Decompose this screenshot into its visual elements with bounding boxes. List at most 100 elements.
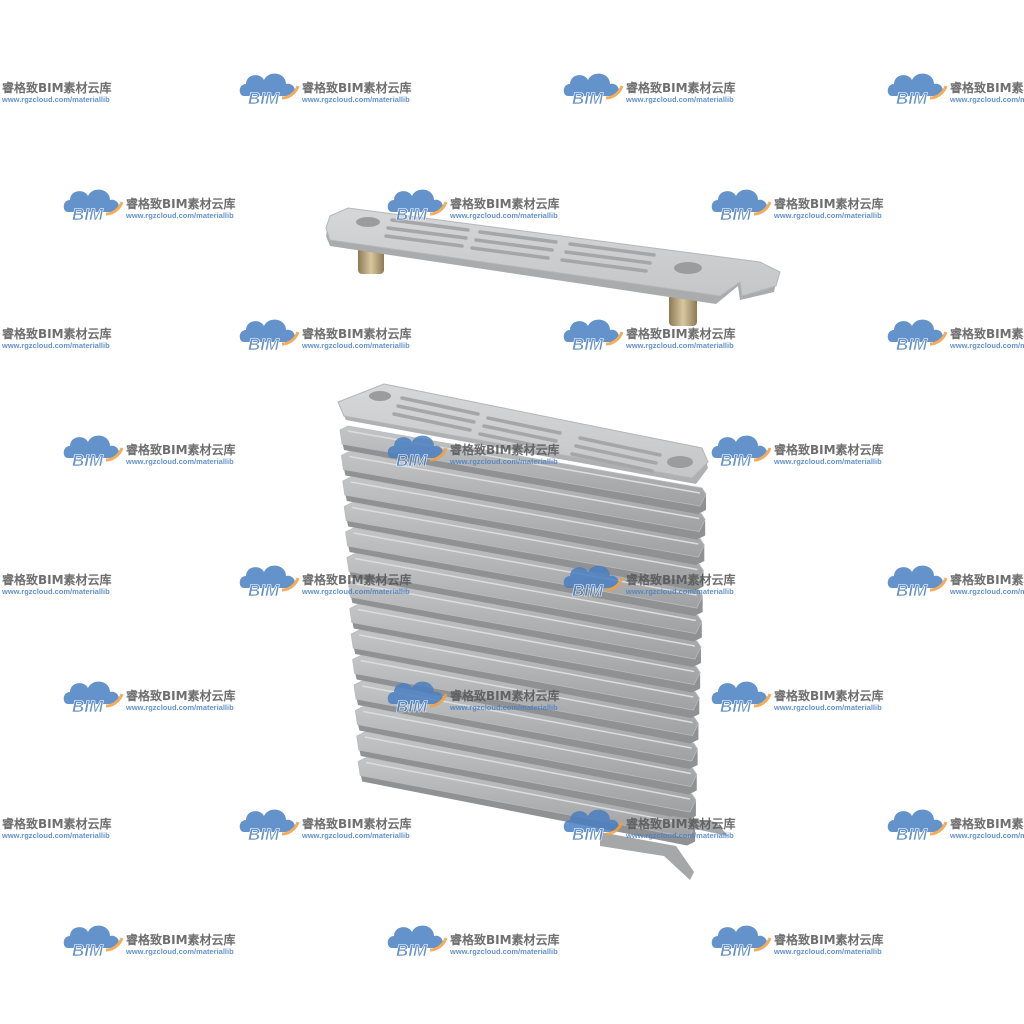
watermark-18: BIM睿格致BIM素材云库www.rgzcloud.com/materialli… [887,565,1024,600]
watermark-brand: 睿格致BIM素材云库 [302,80,412,95]
watermark-8: BIM睿格致BIM素材云库www.rgzcloud.com/materialli… [1,326,112,350]
logo-arc-icon [105,447,124,462]
watermark-url: www.rgzcloud.com/materiallib [1,341,110,350]
logo-arc-icon [281,821,300,836]
watermark-12: BIM睿格致BIM素材云库www.rgzcloud.com/materialli… [63,435,236,470]
watermark-22: BIM睿格致BIM素材云库www.rgzcloud.com/materialli… [1,816,112,840]
cloud-logo-icon [711,681,767,704]
watermark-url: www.rgzcloud.com/materiallib [1,587,110,596]
watermark-url: www.rgzcloud.com/materiallib [625,95,734,104]
logo-arc-icon [105,937,124,952]
cloud-logo-icon [887,809,943,832]
watermark-url: www.rgzcloud.com/materiallib [773,947,882,956]
watermark-url: www.rgzcloud.com/materiallib [949,341,1024,350]
cloud-logo-icon [239,73,295,96]
watermark-brand: 睿格致BIM素材云库 [626,572,736,587]
watermark-4: BIM睿格致BIM素材云库www.rgzcloud.com/materialli… [887,73,1024,108]
watermark-url: www.rgzcloud.com/materiallib [125,457,234,466]
logo-arc-icon [281,331,300,346]
logo-text: BIM [572,335,604,354]
logo-arc-icon [281,85,300,100]
logo-text: BIM [896,335,928,354]
watermark-28: BIM睿格致BIM素材云库www.rgzcloud.com/materialli… [711,925,884,960]
cloud-logo-icon [711,435,767,458]
logo-arc-icon [429,937,448,952]
watermark-url: www.rgzcloud.com/materiallib [301,587,410,596]
logo-text: BIM [572,825,604,844]
cloud-logo-icon [239,319,295,342]
logo-arc-icon [929,577,948,592]
watermark-brand: 睿格致BIM素材云库 [2,816,112,831]
watermark-brand: 睿格致BIM素材云库 [126,688,236,703]
watermark-14: BIM 睿格致BIM素材云库www.rgzcloud.com/materialli… [711,435,884,470]
logo-text: BIM [72,941,104,960]
logo-arc-icon [605,577,624,592]
watermark-brand: 睿格致BIM素材云库 [774,442,884,457]
stack-top-plate [337,383,709,484]
fin-9 [350,629,700,718]
cloud-logo-icon [887,565,943,588]
watermark-brand: 睿格致BIM素材云库 [450,196,560,211]
cloud-logo-icon [63,925,119,948]
logo-text: BIM [720,451,752,470]
watermark-brand: 睿格致BIM素材云库 [2,80,112,95]
stack-hole-right [667,456,693,468]
watermark-brand: 睿格致BIM素材云库 [774,196,884,211]
cloud-logo-icon [387,435,443,458]
cloud-logo-icon [887,319,943,342]
watermark-url: www.rgzcloud.com/materiallib [773,457,882,466]
fin-stack [339,425,707,846]
logo-arc-icon [753,937,772,952]
watermark-brand: 睿格致BIM素材云库 [950,326,1024,341]
mount-hole-right [674,262,702,274]
watermark-url: www.rgzcloud.com/materiallib [625,341,734,350]
watermark-10: BIM睿格致BIM素材云库www.rgzcloud.com/materialli… [563,319,736,354]
watermark-url: www.rgzcloud.com/materiallib [125,703,234,712]
watermark-brand: 睿格致BIM素材云库 [950,80,1024,95]
fin-3 [342,476,705,565]
fin-10 [352,655,699,744]
cloud-logo-icon [63,189,119,212]
watermark-brand: 睿格致BIM素材云库 [626,80,736,95]
plate-top-face [325,207,781,297]
logo-text: BIM [396,205,428,224]
logo-text: BIM [396,941,428,960]
logo-text: BIM [72,697,104,716]
single-plate [325,207,781,326]
logo-text: BIM [896,581,928,600]
plate-slots [384,218,656,273]
logo-text: BIM [572,89,604,108]
watermark-25: BIM睿格致BIM素材云库www.rgzcloud.com/materialli… [887,809,1024,844]
cloud-logo-icon [239,565,295,588]
watermark-brand: 睿格致BIM素材云库 [450,932,560,947]
watermark-url: www.rgzcloud.com/materiallib [625,587,734,596]
watermark-url: www.rgzcloud.com/materiallib [301,95,410,104]
logo-text: BIM [572,581,604,600]
watermark-brand: 睿格致BIM素材云库 [450,688,560,703]
logo-arc-icon [605,331,624,346]
cloud-logo-icon [563,73,619,96]
watermark-url: www.rgzcloud.com/materiallib [625,831,734,840]
cloud-logo-icon [387,925,443,948]
watermark-27: BIM睿格致BIM素材云库www.rgzcloud.com/materialli… [387,925,560,960]
watermark-brand: 睿格致BIM素材云库 [126,932,236,947]
cloud-logo-icon [563,565,619,588]
logo-arc-icon [105,201,124,216]
watermark-url: www.rgzcloud.com/materiallib [449,703,558,712]
watermark-url: www.rgzcloud.com/materiallib [449,211,558,220]
stack-hole-left [369,391,391,401]
cloud-logo-icon [887,73,943,96]
watermark-brand: 睿格致BIM素材云库 [450,442,560,457]
logo-arc-icon [281,577,300,592]
watermark-9: BIM睿格致BIM素材云库www.rgzcloud.com/materialli… [239,319,412,354]
watermark-23: BIM睿格致BIM素材云库www.rgzcloud.com/materialli… [239,809,412,844]
watermark-url: www.rgzcloud.com/materiallib [1,831,110,840]
fin-2 [340,451,706,540]
logo-text: BIM [72,451,104,470]
watermark-url: www.rgzcloud.com/materiallib [301,831,410,840]
fin-7 [347,578,702,667]
logo-text: BIM [720,697,752,716]
watermark-11: BIM 睿格致BIM素材云库www.rgzcloud.com/materialli… [887,319,1024,354]
watermark-brand: 睿格致BIM素材云库 [302,326,412,341]
watermark-url: www.rgzcloud.com/materiallib [449,457,558,466]
